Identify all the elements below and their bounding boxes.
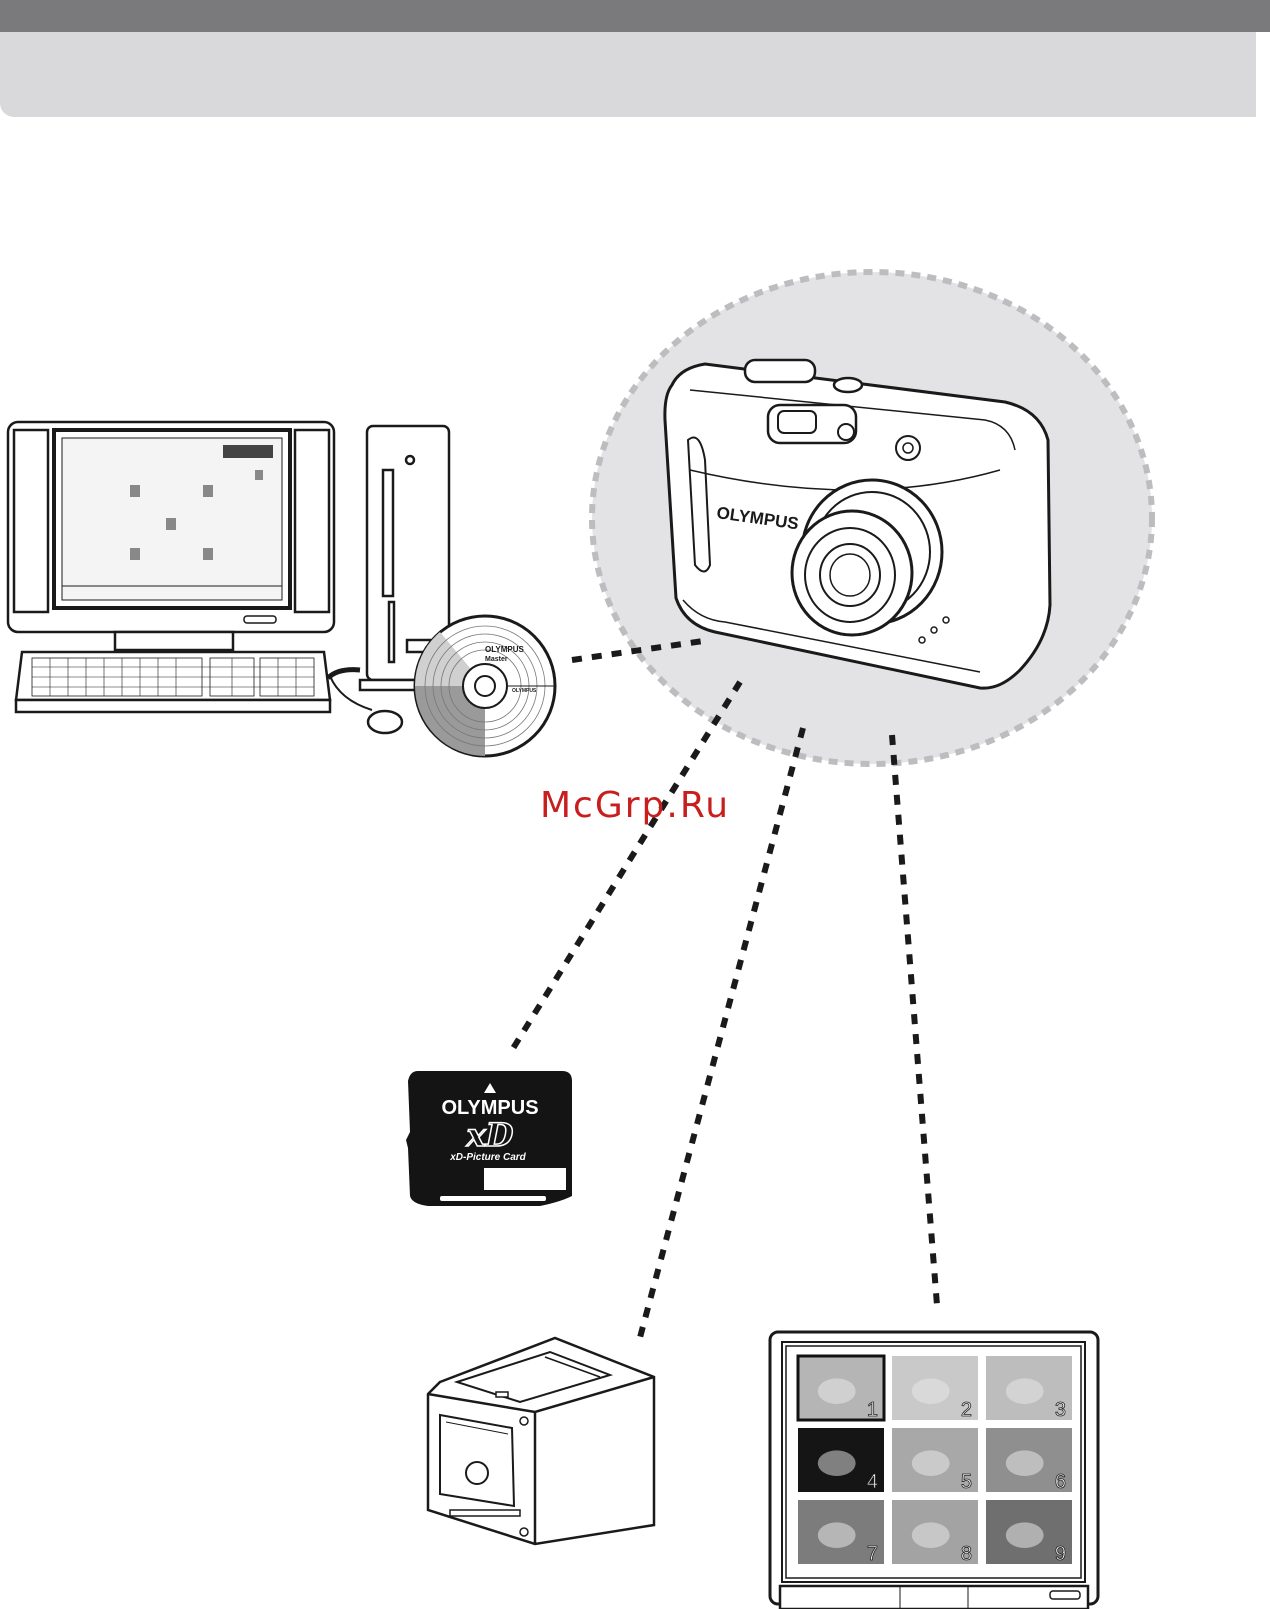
thumbnail-image-4	[818, 1450, 856, 1476]
thumbnail-image-1	[818, 1378, 856, 1404]
thumbnail-image-7	[818, 1522, 856, 1548]
thumbnail-number: 7	[867, 1543, 878, 1565]
computer-illustration	[8, 422, 456, 733]
cd-label-product: Master	[485, 656, 508, 663]
xd-picture-card: OLYMPUS xD xD-Picture Card	[406, 1071, 572, 1206]
thumbnail-number: 5	[961, 1471, 972, 1493]
thumbnail-image-8	[912, 1522, 950, 1548]
thumbnail-number: 8	[961, 1543, 972, 1565]
cd-brand-text: OLYMPUS	[512, 688, 537, 694]
tv-illustration: 1 2 3 4 5 6 7 8 9	[770, 1332, 1098, 1609]
line-to-xd-card	[512, 682, 740, 1050]
thumbnail-image-9	[1006, 1522, 1044, 1548]
line-to-tv	[892, 735, 937, 1305]
xd-card-logo: xD	[466, 1116, 514, 1154]
thumbnail-number: 6	[1055, 1471, 1066, 1493]
thumbnail-image-2	[912, 1378, 950, 1404]
thumbnail-number: 1	[867, 1399, 878, 1421]
watermark: McGrp.Ru	[540, 785, 730, 826]
mouse	[368, 711, 402, 733]
thumbnail-image-3	[1006, 1378, 1044, 1404]
cd-label-brand: OLYMPUS	[485, 645, 524, 654]
printer-illustration	[428, 1338, 654, 1544]
thumbnail-number: 3	[1055, 1399, 1066, 1421]
cd-disc: OLYMPUS Master OLYMPUS	[415, 616, 555, 756]
thumbnail-grid: 1 2 3 4 5 6 7 8 9	[798, 1356, 1072, 1565]
thumbnail-number: 9	[1055, 1543, 1066, 1565]
xd-card-product: xD-Picture Card	[449, 1152, 526, 1163]
thumbnail-image-5	[912, 1450, 950, 1476]
thumbnail-image-6	[1006, 1450, 1044, 1476]
thumbnail-number: 4	[867, 1471, 878, 1493]
thumbnail-number: 2	[961, 1399, 972, 1421]
